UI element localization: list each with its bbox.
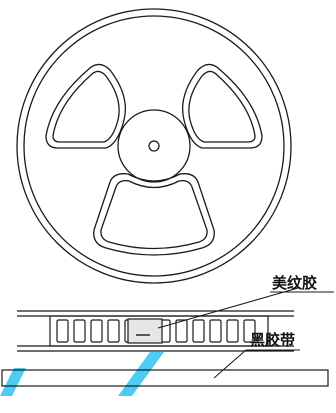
watermark-stroke-left: [0, 368, 26, 396]
reel-window-bottom-inner: [100, 179, 208, 250]
callout-cover-tape: 美纹胶: [157, 274, 334, 329]
reel-window-right-inner: [188, 70, 256, 143]
tape-pocket: [56, 319, 69, 343]
carrier-tape: [17, 310, 294, 352]
tape-frame: [49, 315, 269, 347]
tape-pocket: [175, 319, 188, 343]
tape-pocket: [73, 319, 86, 343]
reel-center-hole: [148, 140, 160, 152]
watermark: [0, 352, 164, 396]
tape-pocket: [226, 319, 239, 343]
reel-window-left: [45, 63, 127, 149]
label-cover-tape: 美纹胶: [272, 274, 317, 292]
watermark-stroke-right: [118, 352, 164, 396]
cover-strip: [1, 369, 329, 387]
cover-strip-body: [1, 369, 329, 387]
callout-line-2: [213, 349, 247, 379]
label-carrier-tape: 黑胶带: [250, 331, 295, 349]
tape-pocket: [107, 319, 120, 343]
reel-window-right: [181, 63, 263, 149]
tape-pocket: [209, 319, 222, 343]
reel-inner-rim: [23, 15, 285, 277]
reel: [16, 8, 292, 284]
tape-pocket: [90, 319, 103, 343]
callout-carrier-tape: 黑胶带: [213, 331, 300, 379]
reel-hub: [117, 109, 191, 183]
tape-pocket: [243, 319, 256, 343]
tape-pocket: [192, 319, 205, 343]
reel-window-bottom: [93, 173, 215, 256]
highlighted-pocket: [127, 318, 163, 344]
reel-outer-rim: [16, 8, 292, 284]
callout-line-1: [157, 287, 299, 329]
reel-window-left-inner: [52, 70, 120, 143]
